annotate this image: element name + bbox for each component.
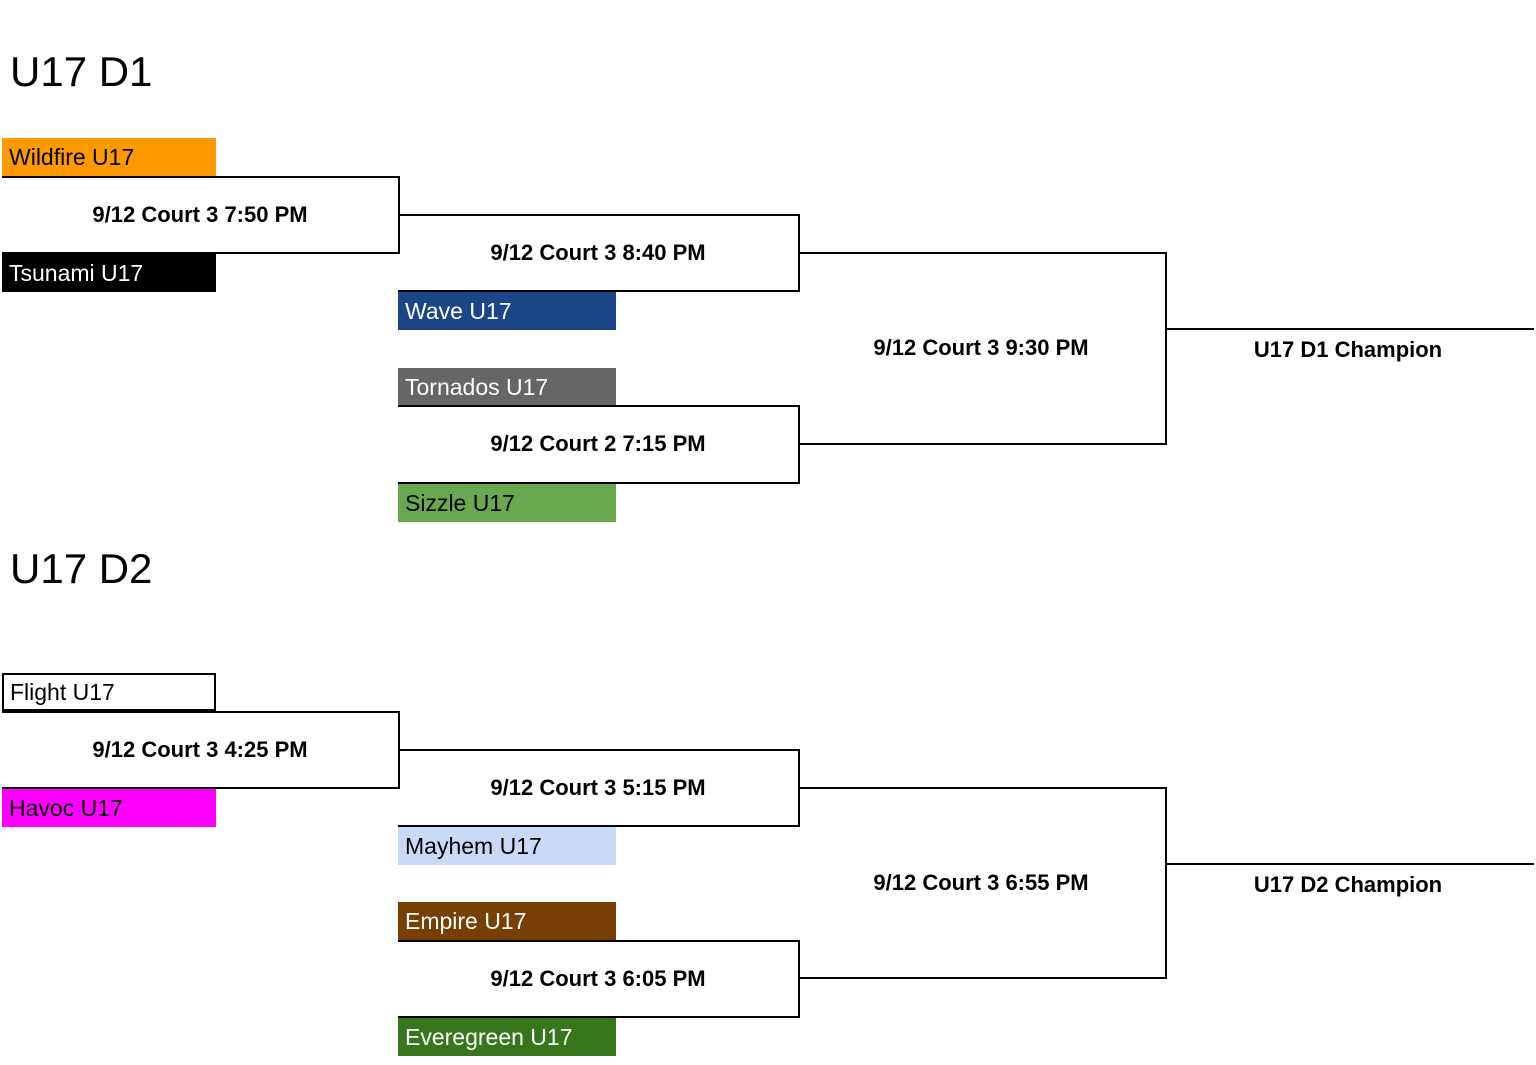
bracket-line <box>798 443 1167 445</box>
division-title: U17 D2 <box>10 545 153 592</box>
bracket-line <box>398 214 800 216</box>
game-label: 9/12 Court 3 6:55 PM <box>873 870 1089 895</box>
game-label: 9/12 Court 3 9:30 PM <box>873 335 1089 360</box>
bracket-line <box>398 940 800 942</box>
team-slot-5: Sizzle U17 <box>398 484 616 522</box>
team-slot-1: Flight U17 <box>2 673 216 711</box>
bracket-line <box>2 787 400 789</box>
team-slot-5: Everegreen U17 <box>398 1018 616 1056</box>
game-label: 9/12 Court 3 7:50 PM <box>92 202 308 227</box>
bracket-division-1: U17 D1 Wildfire U17 Tsunami U17 Wave U17… <box>0 0 1536 530</box>
team-slot-4: Empire U17 <box>398 902 616 940</box>
bracket-line <box>2 711 400 713</box>
bracket-line <box>1165 328 1534 330</box>
game-label: 9/12 Court 3 5:15 PM <box>490 775 706 800</box>
division-title: U17 D1 <box>10 48 153 95</box>
bracket-line <box>398 749 800 751</box>
bracket-line <box>798 252 1167 254</box>
bracket-division-2: U17 D2 Flight U17 Havoc U17 Mayhem U17 E… <box>0 535 1536 1065</box>
bracket-line <box>398 482 800 484</box>
team-slot-4: Tornados U17 <box>398 368 616 406</box>
team-slot-3: Mayhem U17 <box>398 827 616 865</box>
bracket-line <box>398 405 800 407</box>
bracket-line <box>1165 787 1167 979</box>
bracket-line <box>398 1016 800 1018</box>
bracket-line <box>2 176 400 178</box>
bracket-line <box>398 825 800 827</box>
team-slot-1: Wildfire U17 <box>2 138 216 176</box>
team-slot-3: Wave U17 <box>398 292 616 330</box>
bracket-line <box>798 940 800 1018</box>
game-label: 9/12 Court 3 8:40 PM <box>490 240 706 265</box>
bracket-line <box>2 252 400 254</box>
bracket-line <box>1165 252 1167 445</box>
game-label: 9/12 Court 3 6:05 PM <box>490 966 706 991</box>
champion-label: U17 D2 Champion <box>1253 872 1443 897</box>
team-slot-2: Havoc U17 <box>2 789 216 827</box>
champion-label: U17 D1 Champion <box>1253 337 1443 362</box>
bracket-line <box>798 977 1167 979</box>
team-slot-2: Tsunami U17 <box>2 254 216 292</box>
bracket-line <box>798 787 1167 789</box>
bracket-line <box>1165 863 1534 865</box>
game-label: 9/12 Court 2 7:15 PM <box>490 431 706 456</box>
bracket-line <box>398 290 800 292</box>
game-label: 9/12 Court 3 4:25 PM <box>92 737 308 762</box>
